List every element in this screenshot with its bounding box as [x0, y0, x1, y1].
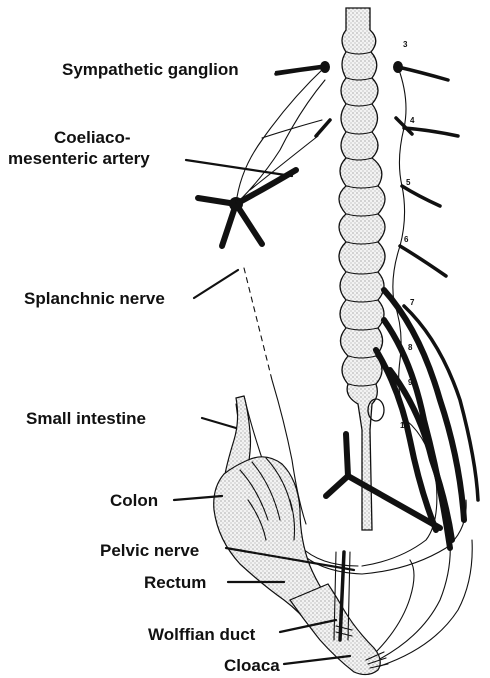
label-cloaca: Cloaca	[224, 656, 280, 675]
label-splanchnic-nerve: Splanchnic nerve	[24, 289, 165, 308]
label-small-intestine: Small intestine	[26, 409, 146, 428]
leader-small-intestine	[202, 418, 236, 428]
leader-splanchnic-nerve	[194, 270, 238, 298]
spinal-nerve-3	[398, 67, 448, 80]
pelvic-artery-left	[326, 476, 348, 496]
coeliac-branch-right	[236, 204, 262, 244]
label-pelvic-nerve: Pelvic nerve	[100, 541, 199, 560]
label-colon: Colon	[110, 491, 158, 510]
segment-number: 7	[410, 298, 415, 307]
label-sympathetic-ganglion: Sympathetic ganglion	[62, 60, 239, 79]
segment-number: 8	[408, 343, 413, 352]
splanchnic-nerve-path	[236, 67, 325, 204]
splanchnic-nerve-dashed	[244, 268, 272, 380]
label-wolffian-duct: Wolffian duct	[148, 625, 256, 644]
pelvic-nerve-fibre-8	[368, 560, 414, 660]
segment-number: 3	[403, 40, 408, 49]
ganglion-row4-left	[316, 120, 330, 136]
coeliaco-mesenteric-region	[198, 67, 325, 380]
label-coeliaco-line1: Coeliaco-	[54, 128, 131, 147]
segment-number: 4	[410, 116, 415, 125]
pelvic-artery-stem	[346, 434, 348, 476]
segment-number: 5	[406, 178, 411, 187]
label-coeliaco-line2: mesenteric artery	[8, 149, 150, 168]
label-rectum: Rectum	[144, 573, 206, 592]
spinal-nerve-5	[402, 186, 440, 206]
segment-number: 6	[404, 235, 409, 244]
leader-coeliaco-mesenteric	[186, 160, 292, 176]
segment-number: 9	[408, 378, 413, 387]
spinal-nerve-6	[400, 246, 446, 276]
